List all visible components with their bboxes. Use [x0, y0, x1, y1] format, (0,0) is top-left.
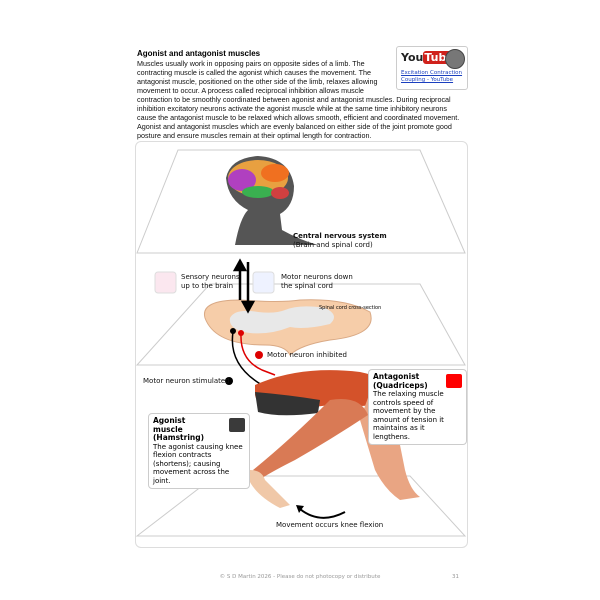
head-illustration: [226, 156, 318, 245]
stimulated-label: Motor neuron stimulated: [143, 377, 230, 385]
floor-plane: [135, 475, 467, 537]
flexion-arrow: [299, 508, 346, 519]
agonist-swatch: [229, 418, 245, 432]
diagram-panel: [135, 141, 468, 548]
inhibited-pathway: [240, 333, 276, 376]
inhibited-label: Motor neuron inhibited: [267, 351, 347, 359]
agonist-box: Agonist muscle (Hamstring) The agonist c…: [148, 413, 250, 489]
cns-plane: [136, 149, 466, 254]
body-text: Muscles usually work in opposing pairs o…: [137, 59, 467, 140]
leg-illustration: [248, 370, 420, 508]
youtube-video-card[interactable]: YouTube Excitation Contraction Coupling …: [396, 46, 468, 90]
youtube-link[interactable]: Excitation Contraction Coupling - YouTub…: [401, 70, 463, 83]
neuron-icon: [252, 271, 275, 294]
antagonist-box: Antagonist (Quadriceps) The relaxing mus…: [368, 369, 467, 445]
body-rest: contraction to be smoothly coordinated b…: [137, 95, 460, 140]
spinal-cord-illustration: [203, 299, 372, 356]
page-number: 31: [452, 574, 459, 580]
sensory-label: Sensory neurons up to the brain: [181, 273, 240, 290]
spinal-label: Spinal cord cross-section: [319, 305, 382, 311]
cns-label: Central nervous system(Brain and spinal …: [293, 232, 387, 249]
motor-down-label: Motor neurons down the spinal cord: [281, 273, 353, 290]
stimulated-pathway: [231, 331, 263, 386]
inhibited-dot-icon: [255, 351, 263, 359]
footer-copyright: © S D Martin 2026 - Please do not photoc…: [219, 574, 381, 580]
movement-label: Movement occurs knee flexion: [276, 521, 384, 529]
section-heading: Agonist and antagonist muscles: [137, 49, 261, 58]
skin-icon: [154, 271, 177, 294]
spinal-plane: [135, 283, 466, 366]
stimulated-dot-icon: [225, 377, 233, 385]
antagonist-swatch: [446, 374, 462, 388]
body-intro: Muscles usually work in opposing pairs o…: [137, 59, 378, 95]
film-reel-icon: [445, 49, 465, 69]
